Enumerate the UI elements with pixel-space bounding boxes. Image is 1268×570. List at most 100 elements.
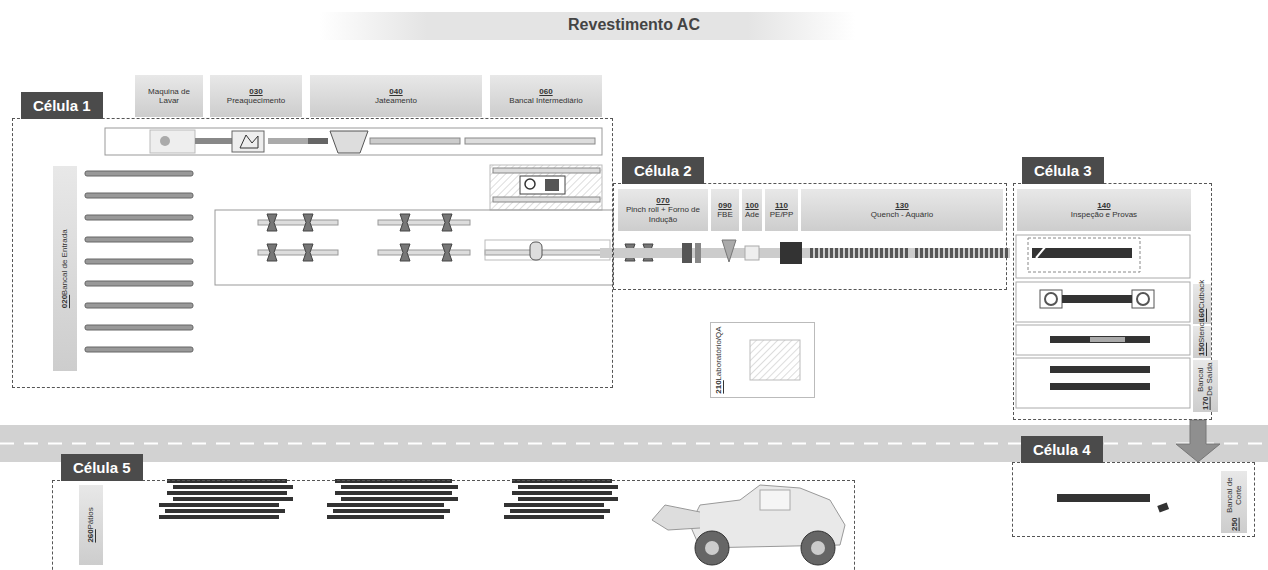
- pipe: [510, 509, 610, 513]
- stencil-lane: [1016, 325, 1190, 355]
- road: [0, 425, 1268, 462]
- cell-label: Célula 1: [21, 92, 103, 119]
- washer: [150, 130, 195, 153]
- pipe: [85, 215, 193, 220]
- station-name: Pinch roll + Forno de Indução: [620, 205, 706, 223]
- station-name: FBE: [717, 210, 733, 219]
- station-header: 110PE/PP: [765, 189, 798, 231]
- station-name: Cutback: [1197, 279, 1206, 308]
- pipe: [195, 138, 235, 144]
- station-name: Bancal de Corte: [1225, 473, 1243, 518]
- quench-tank: [915, 248, 1010, 258]
- pipe: [85, 347, 193, 352]
- station-header: 250Bancal de Corte: [1221, 471, 1247, 533]
- diagram-title: Revestimento AC: [0, 16, 1268, 34]
- pipe: [518, 497, 618, 501]
- station-header: 150Stencil: [1193, 326, 1211, 358]
- pipe: [378, 250, 470, 255]
- roller: [442, 214, 452, 231]
- station-header: 170Bancal De Saída: [1193, 360, 1218, 412]
- intermediate-bench: [490, 165, 602, 210]
- pipe: [504, 515, 604, 519]
- roller: [400, 244, 410, 261]
- pipe: [173, 497, 293, 501]
- station-number: 250: [1229, 518, 1238, 531]
- station-header: Maquina de Lavar: [135, 75, 203, 117]
- roller: [267, 244, 277, 261]
- pipe: [333, 509, 450, 513]
- lab-area: [750, 340, 800, 380]
- pipe: [159, 503, 279, 507]
- station-name: Laboratório/QA: [714, 326, 723, 380]
- pipe: [268, 138, 308, 144]
- station-header: 020Bancal de Entrada: [53, 166, 77, 371]
- station-name: PE/PP: [770, 210, 794, 219]
- cell-label: Célula 2: [622, 157, 704, 184]
- station-header: 160Cutback: [1193, 284, 1211, 324]
- pipe: [327, 515, 444, 519]
- vertical-text-group: 160Cutback: [1197, 286, 1206, 322]
- vertical-text-group: 150Stencil: [1197, 328, 1206, 356]
- cutback-machine: [1132, 290, 1154, 308]
- station-header: 140Inspeção e Provas: [1017, 189, 1191, 231]
- pipe: [341, 497, 458, 501]
- station-number: 170: [1201, 397, 1210, 410]
- pipe: [85, 237, 193, 242]
- pipe: [85, 281, 193, 286]
- cell-region: Célula 1020Bancal de Entrada: [12, 118, 613, 388]
- station-number: 030: [249, 87, 262, 96]
- quench-tank: [810, 248, 910, 258]
- pipe-stacks: [159, 479, 618, 519]
- pipe: [167, 491, 287, 495]
- station-number: 150: [1197, 343, 1206, 356]
- station-name: Bancal de Entrada: [60, 229, 69, 295]
- pipe: [85, 193, 193, 198]
- station-name: Preaquecimento: [227, 96, 285, 105]
- induction-coil: [682, 243, 692, 263]
- conveyor-rollers: [258, 214, 653, 261]
- pipe: [85, 303, 193, 308]
- vertical-text-group: 170Bancal De Saída: [1196, 362, 1214, 410]
- pipe: [1050, 383, 1150, 390]
- pipe: [159, 515, 279, 519]
- induction-coil: [695, 243, 701, 263]
- station-number: 210: [714, 380, 723, 393]
- station-name: Inspeção e Provas: [1071, 210, 1137, 219]
- entrance-bench-rods: [85, 171, 193, 352]
- cell-region: Célula 3140Inspeção e Provas160Cutback15…: [1013, 183, 1212, 420]
- station-number: 090: [718, 201, 731, 210]
- pipe: [1032, 248, 1132, 258]
- washing-line: [105, 128, 602, 155]
- blasting-cabinet: [330, 131, 368, 153]
- roller: [400, 214, 410, 231]
- station-name: Jateamento: [375, 96, 417, 105]
- cutback-machine: [1040, 290, 1062, 308]
- pipe: [173, 485, 293, 489]
- pipe: [493, 197, 600, 202]
- inspection-lane: [1016, 235, 1190, 278]
- cutback-head: [1045, 293, 1057, 305]
- pipe: [308, 138, 328, 144]
- pipe: [370, 138, 460, 144]
- flame-icon: [240, 135, 258, 148]
- station-header: 130Quench - Aquário: [801, 189, 1003, 231]
- station-header: 040Jateamento: [310, 75, 482, 117]
- cutback-lane: [1016, 282, 1190, 322]
- adhesive-unit: [745, 246, 759, 260]
- pipe: [165, 509, 285, 513]
- cut-piece: [1157, 502, 1169, 512]
- vertical-text-group: 260Pátios: [86, 507, 95, 543]
- pipe: [327, 503, 444, 507]
- station-header: 260Pátios: [79, 485, 103, 565]
- fbe-booth: [722, 240, 736, 262]
- roller: [442, 244, 452, 261]
- station-number: 070: [656, 196, 669, 205]
- pipe: [485, 250, 605, 255]
- pipe: [85, 325, 193, 330]
- station-name: Stencil: [1197, 319, 1206, 343]
- exit-bench-lane: [1016, 358, 1190, 408]
- vertical-text-group: 020Bancal de Entrada: [60, 229, 69, 308]
- inspection-tool: [1036, 246, 1046, 258]
- pipe: [85, 259, 193, 264]
